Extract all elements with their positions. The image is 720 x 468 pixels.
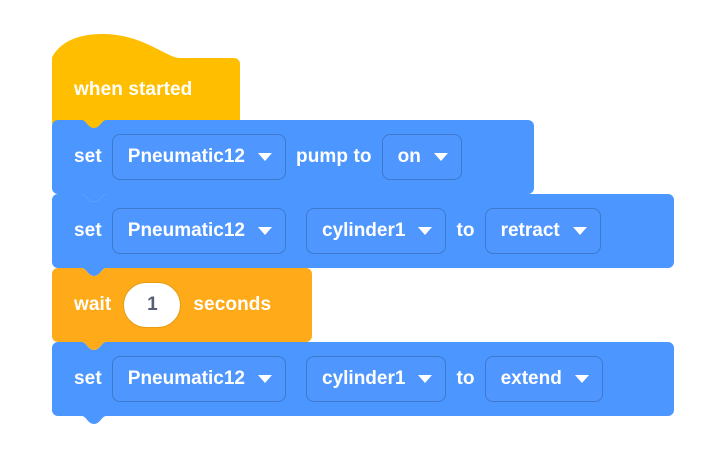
block-set-pump[interactable]: set Pneumatic12 pump to on bbox=[52, 120, 534, 202]
wait-seconds-shape bbox=[52, 268, 312, 350]
block-when-started[interactable]: when started bbox=[52, 32, 242, 136]
block-set-cylinder-extend[interactable]: set Pneumatic12 cylinder1 to extend bbox=[52, 342, 674, 424]
block-wait-seconds[interactable]: wait 1 seconds bbox=[52, 268, 312, 350]
script-stack[interactable]: when started set Pneumatic12 pump to on bbox=[52, 32, 674, 424]
block-set-cylinder-retract[interactable]: set Pneumatic12 cylinder1 to retract bbox=[52, 194, 674, 276]
set-cylinder-extend-shape bbox=[52, 342, 674, 424]
when-started-shape bbox=[52, 34, 240, 136]
